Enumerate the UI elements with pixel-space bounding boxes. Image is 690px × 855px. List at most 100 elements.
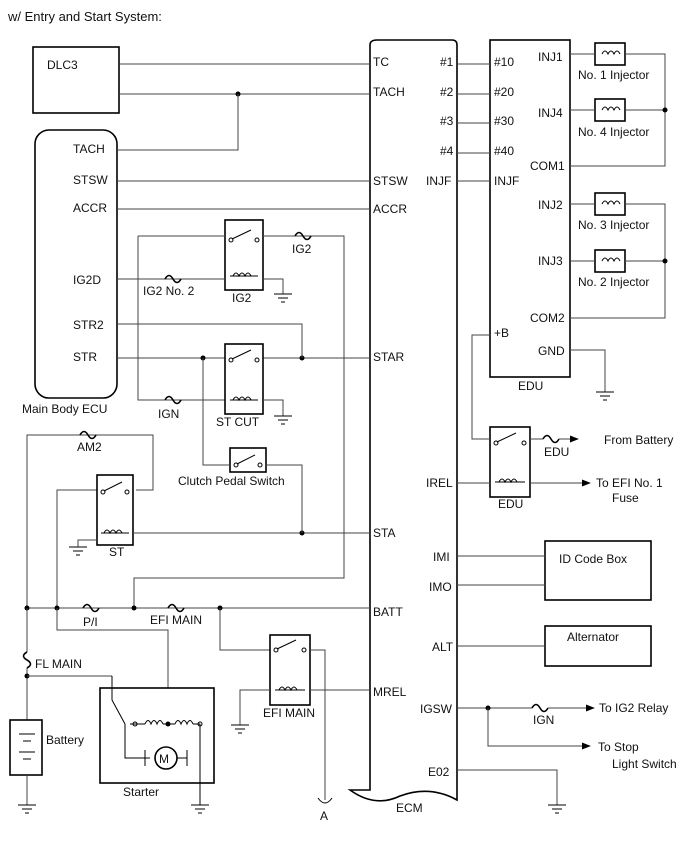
id-code-box: ID Code Box	[544, 540, 652, 601]
ecm-terminal-3: #3	[440, 114, 454, 128]
edu-terminal-inj1: INJ1	[538, 50, 563, 64]
ecm-terminal-e02: E02	[428, 765, 450, 779]
ecm-terminal-batt: BATT	[373, 605, 403, 619]
edu-terminal-10: #10	[494, 55, 514, 69]
fuse-efi-main: EFI MAIN	[150, 603, 202, 627]
battery: Battery	[9, 719, 84, 814]
ecm-terminal-mrel: MREL	[373, 685, 407, 699]
st-relay-wiring	[69, 532, 163, 556]
ecm-terminal-imo: IMO	[429, 580, 452, 594]
alternator-box: Alternator	[544, 625, 652, 667]
ecm-edu-wires	[457, 63, 614, 401]
fuse-ig2-no2-label: IG2 No. 2	[143, 284, 195, 298]
main-body-ecu-label: Main Body ECU	[22, 402, 107, 416]
ecm-right-lower-wires: IGN To IG2 Relay To Stop Light Switch	[457, 555, 677, 814]
efi-main-relay-wiring: A	[231, 649, 333, 823]
st-relay: ST	[96, 474, 134, 559]
injector-2: No. 2 Injector	[578, 249, 649, 289]
fl-main-fuse: FL MAIN	[22, 608, 112, 720]
ecm-terminal-tach: TACH	[373, 85, 405, 99]
fuse-pi-label: P/I	[83, 615, 98, 629]
diagram-title: w/ Entry and Start System:	[7, 9, 162, 24]
starter: M Starter	[99, 676, 215, 814]
ig2-wiring	[117, 235, 345, 608]
edu-terminal-inj3: INJ3	[538, 254, 563, 268]
fuse-ig2-no2: IG2 No. 2	[143, 274, 195, 298]
ecu-terminal-str2: STR2	[73, 318, 104, 332]
ecm-terminal-injf: INJF	[426, 174, 451, 188]
fuse-am2-label: AM2	[77, 440, 102, 454]
efi-main-relay-label: EFI MAIN	[263, 706, 315, 720]
fuse-ig2-label: IG2	[292, 242, 312, 256]
ecm-terminal-stsw: STSW	[373, 174, 408, 188]
fuse-ign: IGN	[158, 395, 182, 421]
edu-terminal-40: #40	[494, 144, 514, 158]
ecm-terminal-sta: STA	[373, 526, 395, 540]
fl-main-fuse-label: FL MAIN	[35, 657, 82, 671]
edu-label: EDU	[518, 379, 543, 393]
to-ig2-relay-label: To IG2 Relay	[599, 701, 668, 715]
fuse-ign-right-label: IGN	[533, 713, 554, 727]
efi-main-relay: EFI MAIN	[263, 634, 315, 720]
edu-relay: EDU	[489, 426, 531, 511]
fuse-ig2: IG2	[292, 231, 312, 256]
fuse-pi: P/I	[82, 603, 100, 629]
fuse-ign-label: IGN	[158, 407, 179, 421]
ecm-terminal-tc: TC	[373, 55, 389, 69]
injector-3: No. 3 Injector	[578, 192, 649, 232]
edu-box: EDU	[489, 39, 571, 393]
injector-wiring	[570, 53, 668, 319]
from-battery-label: From Battery	[604, 433, 673, 447]
edu-relay-wiring: EDU From Battery To EFI No. 1 Fuse	[457, 334, 673, 505]
injector-4: No. 4 Injector	[578, 98, 649, 139]
dlc3-box: DLC3	[32, 46, 120, 114]
to-stop-line1-label: To Stop	[598, 740, 639, 754]
edu-terminal-com2: COM2	[530, 311, 565, 325]
ecm-terminal-star: STAR	[373, 350, 404, 364]
edu-terminal-inj2: INJ2	[538, 198, 563, 212]
ecu-terminal-tach: TACH	[73, 142, 105, 156]
ecu-terminal-accr: ACCR	[73, 201, 107, 215]
edu-relay-label: EDU	[498, 497, 523, 511]
ig2-relay-label: IG2	[232, 291, 252, 305]
clutch-pedal-switch-label: Clutch Pedal Switch	[178, 474, 285, 488]
to-efi-line2-label: Fuse	[612, 491, 639, 505]
to-stop-line2-label: Light Switch	[612, 757, 677, 771]
edu-terminal-20: #20	[494, 85, 514, 99]
ecm-label: ECM	[396, 801, 423, 815]
ecm-terminal-alt: ALT	[432, 640, 454, 654]
am2-wiring	[26, 434, 154, 608]
ecm-terminal-irel: IREL	[426, 476, 453, 490]
main-body-ecu-box: Main Body ECU	[22, 129, 118, 416]
injector-2-label: No. 2 Injector	[578, 275, 649, 289]
edu-terminal-gnd: GND	[538, 344, 565, 358]
st-cut-relay-label: ST CUT	[216, 415, 260, 429]
ecu-terminal-stsw: STSW	[73, 173, 108, 187]
injector-3-label: No. 3 Injector	[578, 218, 649, 232]
ecu-terminal-str: STR	[73, 350, 97, 364]
fuse-am2: AM2	[77, 430, 102, 454]
ecm-terminal-accr: ACCR	[373, 202, 407, 216]
st-cut-wiring	[263, 399, 292, 425]
clutch-wiring	[202, 358, 303, 533]
ig2-relay: IG2	[224, 219, 264, 305]
ecm-terminal-2: #2	[440, 85, 454, 99]
injector-4-label: No. 4 Injector	[578, 125, 649, 139]
edu-terminal-b: +B	[494, 326, 509, 340]
edu-terminal-injf: INJF	[494, 174, 519, 188]
fuse-efi-main-label: EFI MAIN	[150, 613, 202, 627]
connector-a-label: A	[320, 809, 328, 823]
ecm-box: ECM	[347, 39, 458, 815]
motor-label: M	[159, 752, 169, 766]
ecm-terminal-4: #4	[440, 144, 454, 158]
fuse-edu-label: EDU	[544, 445, 569, 459]
dlc3-label: DLC3	[47, 58, 78, 72]
ecm-terminal-imi: IMI	[433, 550, 450, 564]
ecm-terminal-1: #1	[440, 55, 454, 69]
ecu-terminal-ig2d: IG2D	[73, 273, 101, 287]
starter-label: Starter	[123, 785, 159, 799]
edu-terminal-inj4: INJ4	[538, 106, 563, 120]
injector-1: No. 1 Injector	[578, 42, 649, 82]
st-relay-label: ST	[109, 545, 125, 559]
